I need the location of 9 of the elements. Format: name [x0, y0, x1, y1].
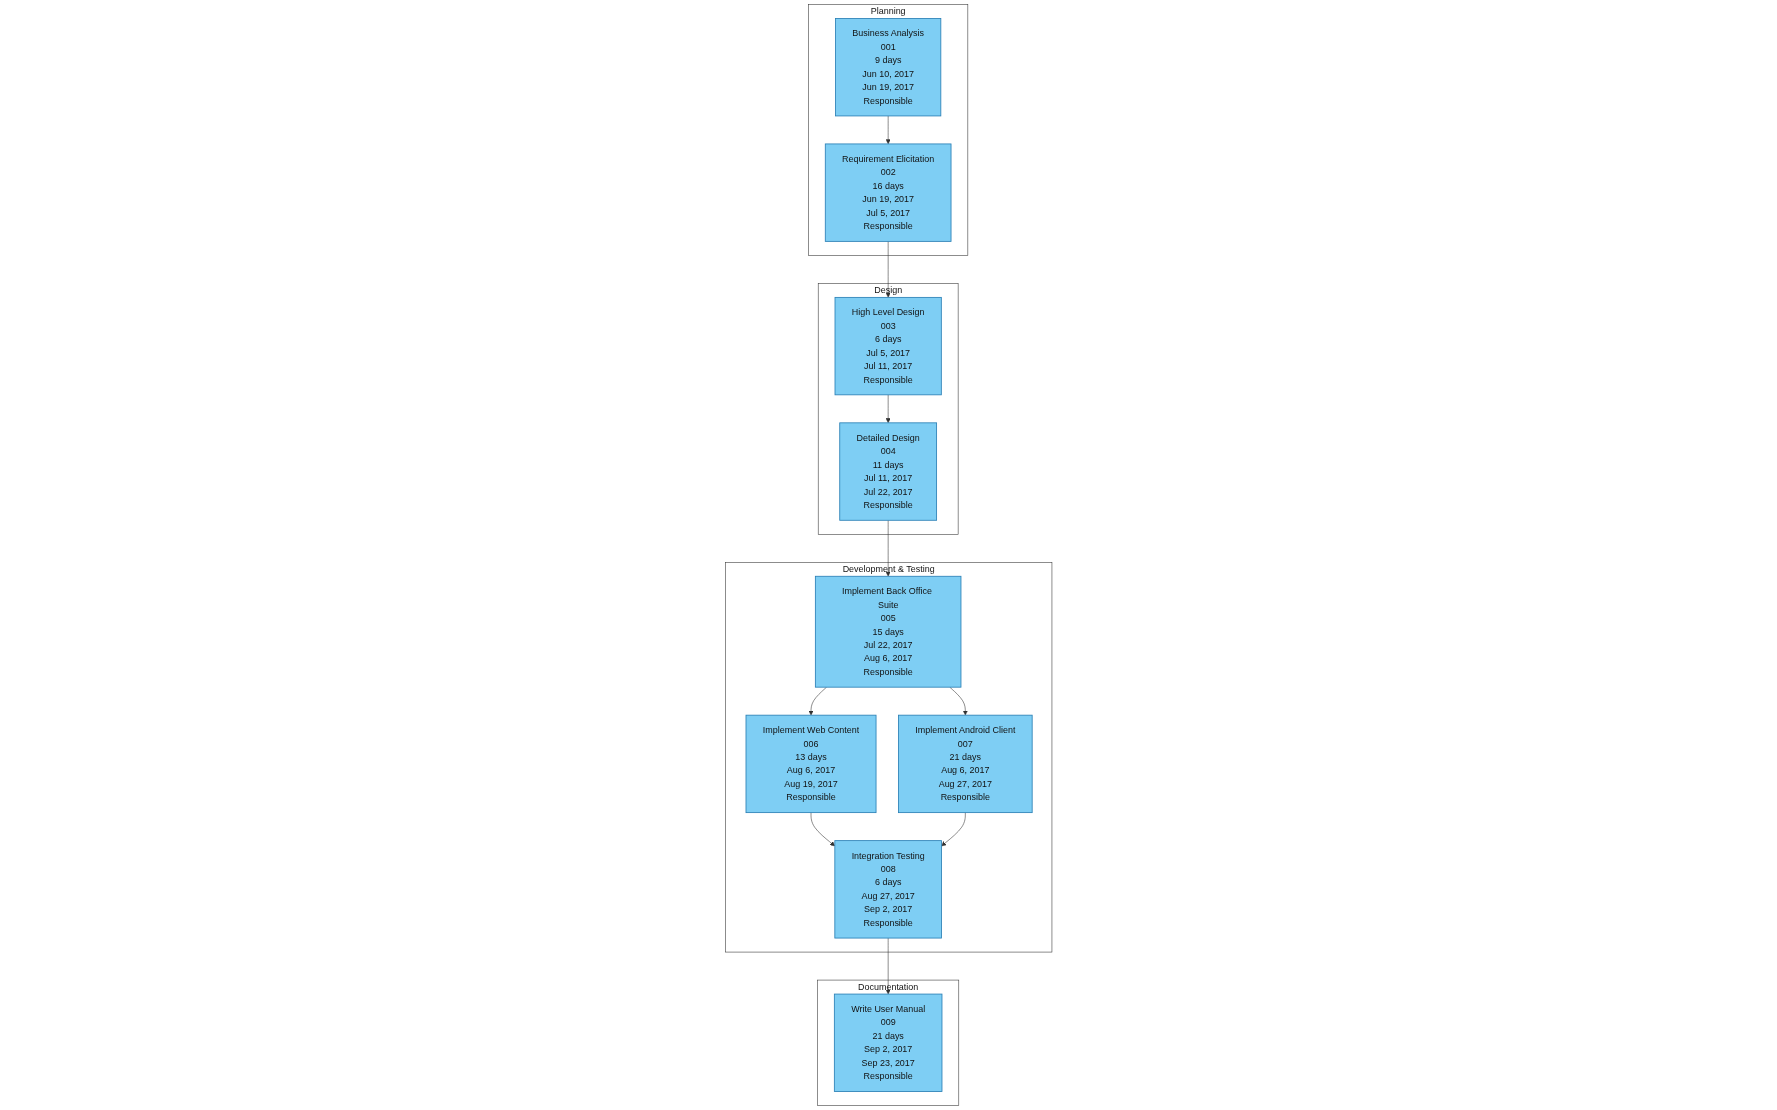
node-box: Implement Back Office Suite 005 15 days Jul 22, 2017 Aug 6, 2017 Responsible — [814, 575, 962, 688]
node-box: Business Analysis 001 9 days Jun 10, 2017 Jun 19, 2017 Responsible — [834, 18, 942, 117]
node-box: Detailed Design 004 11 days Jul 11, 2017 Jul 22, 2017 Responsible — [839, 422, 937, 521]
node-box: Implement Web Content 006 13 days Aug 6, 2017 Aug 19, 2017 Responsible — [745, 714, 877, 814]
node-box: Requirement Elicitation 002 16 days Jun 19, 2017 Jul 5, 2017 Responsible — [824, 143, 952, 242]
node-box: Write User Manual 009 21 days Sep 2, 2017 Sep 23, 2017 Responsible — [833, 993, 943, 1092]
node-box: Integration Testing 008 6 days Aug 27, 2017 Sep 2, 2017 Responsible — [834, 840, 942, 939]
node-box: High Level Design 003 6 days Jul 5, 2017 Jul 11, 2017 Responsible — [834, 296, 942, 396]
node-box: Implement Android Client 007 21 days Aug 6, 2017 Aug 27, 2017 Responsible — [897, 714, 1033, 814]
